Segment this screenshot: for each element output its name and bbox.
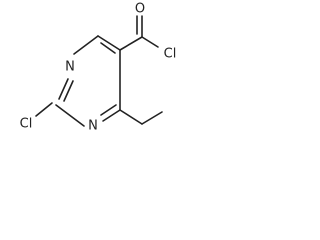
atom-label-nitrogen-bottom: N: [88, 119, 98, 134]
bond-ch2-ch3: [141, 111, 163, 125]
bond-n3-c4-inner: [100, 104, 117, 116]
bond-c6-c5: [97, 35, 121, 51]
atom-label-chlorine-acyl: Cl: [164, 47, 177, 62]
bond-c5-carbonyl-c: [119, 36, 143, 51]
bond-carbonyl-ccl: [141, 36, 159, 48]
bond-c4-ch2: [119, 109, 143, 125]
atom-label-nitrogen-top: N: [65, 60, 75, 75]
atom-label-chlorine-ring: Cl: [20, 117, 33, 132]
bond-n3-c4-outer: [102, 109, 121, 122]
bond-n1-c2-outer: [58, 78, 69, 100]
atom-label-oxygen: O: [135, 2, 145, 17]
bond-c2-n3: [55, 104, 85, 127]
atom-labels: O Cl N N Cl: [20, 2, 177, 134]
bond-c6-n1: [73, 35, 99, 55]
pyrimidine-structure-diagram: O Cl N N Cl: [20, 2, 177, 134]
bond-n1-c2-inner: [63, 80, 74, 102]
bonds: [35, 15, 163, 127]
bond-c6-c5-inner: [100, 42, 116, 54]
bond-c2-cl: [35, 102, 53, 117]
